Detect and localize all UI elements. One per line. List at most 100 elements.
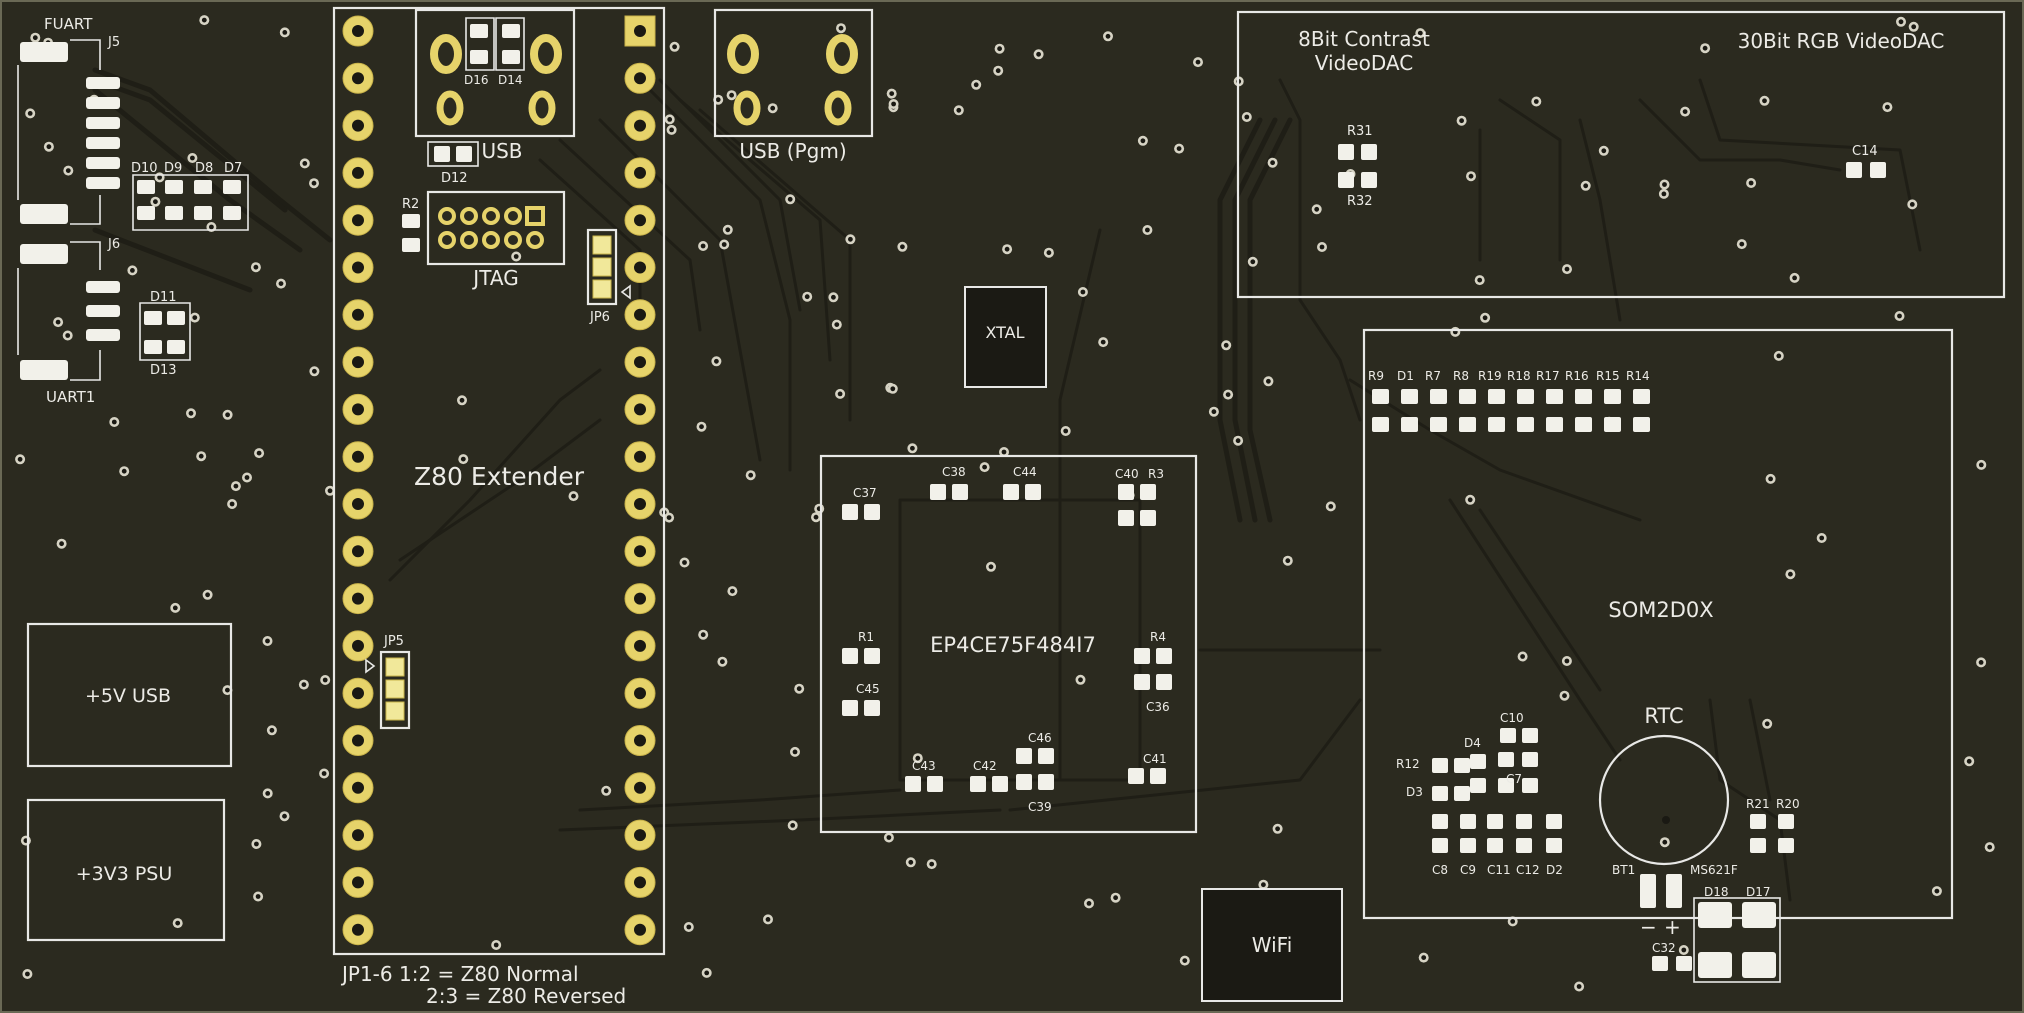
d8-label: D8 — [195, 161, 213, 176]
via-hole — [725, 227, 731, 233]
via-hole — [1314, 206, 1320, 212]
z80-pin-hole — [352, 876, 364, 889]
d13-label: D13 — [150, 363, 177, 378]
jtag-pin — [482, 207, 500, 225]
via-hole — [1768, 476, 1773, 482]
via-hole — [1211, 409, 1217, 415]
fuart-label: FUART — [44, 15, 93, 33]
z80-pin-hole — [634, 639, 646, 652]
via-hole — [1477, 277, 1483, 283]
via-hole — [254, 841, 259, 847]
c32-label: C32 — [1652, 941, 1676, 955]
z80-pin-hole — [352, 356, 364, 369]
smd-pad — [1156, 648, 1172, 664]
jp6-label: JP6 — [589, 310, 610, 325]
smd-pad — [1118, 484, 1134, 500]
smd-pad — [1522, 728, 1538, 743]
copper-traces — [92, 67, 1922, 902]
z80-pin-hole — [634, 923, 646, 936]
smd-pad — [1432, 838, 1448, 853]
jtag-pin-1 — [525, 206, 545, 226]
z80-pin-hole — [634, 545, 646, 558]
jtag-pin — [504, 231, 522, 249]
z80-pin-hole — [352, 450, 364, 463]
smd-pad — [1432, 758, 1448, 773]
d17-label: D17 — [1746, 885, 1771, 899]
via-hole — [253, 264, 259, 270]
smd-pad — [1604, 417, 1621, 432]
usb-connector-pads — [430, 17, 562, 126]
j5-label: J5 — [107, 35, 120, 50]
c44-label: C44 — [1013, 465, 1037, 479]
via-hole — [1182, 958, 1188, 963]
via-hole — [1319, 244, 1325, 250]
smd-pad — [970, 776, 986, 792]
smd-pad — [1134, 648, 1150, 664]
via-hole — [1576, 984, 1582, 989]
c11-label: C11 — [1487, 863, 1511, 877]
smd-pad — [1498, 752, 1514, 767]
som-resistor-array — [1372, 389, 1650, 432]
z80-pin-hole — [634, 25, 646, 37]
z80-pin-hole — [352, 781, 364, 794]
via-hole — [988, 564, 994, 570]
d17-d18-outline — [1693, 897, 1781, 983]
c41-label: C41 — [1143, 752, 1167, 766]
jtag-pin — [482, 231, 500, 249]
via-hole — [1046, 250, 1052, 256]
r9-label: R9 — [1368, 369, 1384, 383]
via-hole — [682, 560, 687, 565]
via-hole — [838, 25, 844, 31]
jtag-header-pins — [438, 206, 545, 249]
d10-label: D10 — [131, 161, 158, 176]
via-hole — [792, 749, 798, 755]
r14-label: R14 — [1626, 369, 1650, 383]
via-hole — [188, 410, 194, 416]
r32-label: R32 — [1347, 194, 1373, 209]
via-hole — [704, 970, 710, 976]
jtag-pin — [504, 207, 522, 225]
usb-connector-outline — [414, 8, 576, 138]
smd-pad — [1633, 417, 1650, 432]
via-hole — [982, 464, 987, 470]
smd-pad — [1498, 778, 1514, 793]
usb-pgm-pads — [727, 34, 858, 126]
via-hole — [233, 483, 239, 489]
via-hole — [65, 168, 71, 174]
via-hole — [1702, 45, 1708, 51]
via-hole — [1987, 844, 1993, 850]
via-hole — [1078, 677, 1083, 683]
wifi-module-outline — [1201, 888, 1343, 1002]
smd-pad — [1546, 814, 1562, 829]
z80-pin-hole — [352, 592, 364, 605]
smd-pad — [1750, 838, 1766, 853]
via-hole — [1266, 378, 1271, 384]
via-hole — [997, 46, 1002, 52]
jtag-pin — [526, 231, 544, 249]
via-hole — [190, 155, 195, 161]
som-outline — [1362, 328, 1954, 920]
smd-pad — [1460, 814, 1476, 829]
via-hole — [244, 475, 250, 480]
jtag-pin — [460, 207, 478, 225]
z80-pin-hole — [634, 403, 646, 416]
dac8-label-line2: VideoDAC — [1315, 51, 1413, 75]
via-hole — [269, 727, 275, 733]
via-hole — [1792, 275, 1797, 281]
via-hole — [700, 632, 706, 638]
via-hole — [1564, 658, 1570, 664]
via-hole — [787, 196, 793, 202]
via-hole — [255, 894, 261, 899]
j6-label: J6 — [107, 237, 120, 252]
via-hole — [111, 419, 117, 425]
smd-pad — [1522, 752, 1538, 767]
via-hole — [1966, 758, 1972, 764]
smd-pad — [1140, 484, 1156, 500]
ms621f-label: MS621F — [1690, 863, 1738, 877]
smd-pad — [1432, 814, 1448, 829]
c8-label: C8 — [1432, 863, 1448, 877]
via-hole — [1562, 693, 1567, 699]
usb5v-module-outline — [26, 622, 233, 768]
via-hole — [848, 236, 853, 242]
wifi-label: WiFi — [1252, 933, 1293, 957]
